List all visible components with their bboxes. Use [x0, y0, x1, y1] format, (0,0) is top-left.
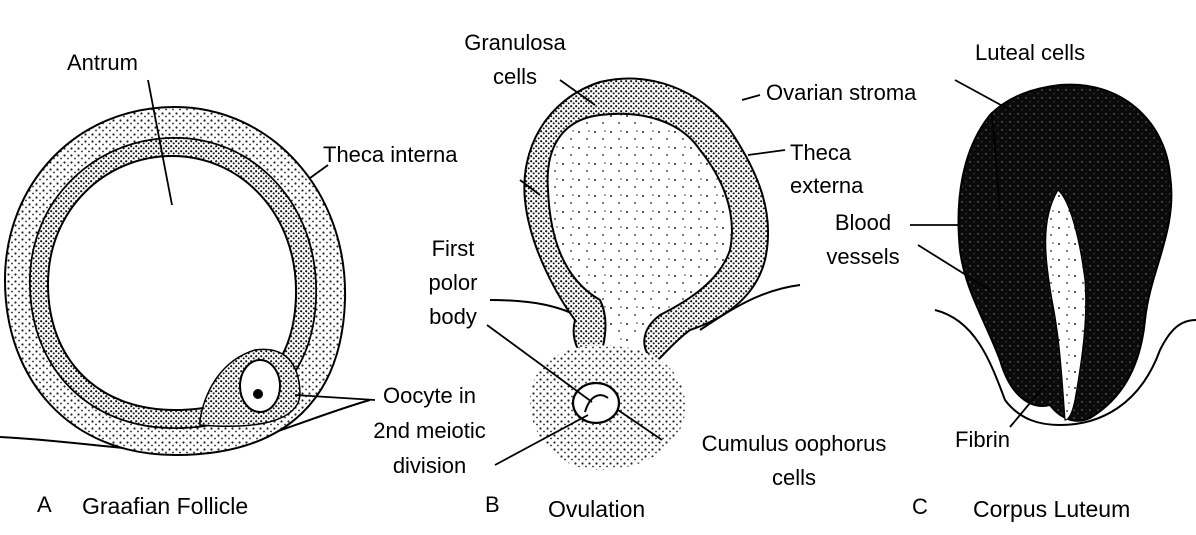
follicle-wall-b — [523, 77, 769, 367]
graafian-follicle-drawing — [0, 105, 371, 457]
ovulation-drawing — [489, 77, 801, 470]
corpus-luteum-drawing — [934, 83, 1196, 427]
label-ovarian-stroma: Ovarian stroma — [766, 80, 917, 105]
leader-cumulus — [617, 409, 663, 441]
panel-a-letter: A — [37, 492, 52, 517]
label-polar-body-line-1: First — [431, 236, 475, 261]
oocyte-a — [239, 359, 281, 413]
label-oocyte-line-2: 2nd meiotic — [373, 418, 486, 443]
leader-oocyte-a — [294, 394, 376, 401]
leader-fibrin — [1009, 384, 1046, 428]
antrum-b — [547, 113, 732, 360]
label-luteal-cells: Luteal cells — [975, 40, 1086, 65]
label-granulosa-line-1: Granulosa — [464, 30, 566, 55]
leader-theca-interna — [309, 164, 329, 179]
oocyte-b — [571, 381, 621, 425]
polar-body-mark — [584, 394, 609, 413]
label-antrum: Antrum — [67, 50, 138, 75]
label-oocyte-line-1: Oocyte in — [383, 383, 476, 408]
leader-oocyte-b — [494, 414, 589, 466]
panel-b-caption: Ovulation — [548, 496, 646, 522]
leader-theca-externa — [747, 149, 786, 156]
leader-antrum — [147, 79, 173, 206]
leader-ovarian-stroma-c — [991, 111, 1001, 211]
tissue-surface-line-b-right — [699, 284, 801, 331]
leader-blood-vessels-2 — [917, 244, 991, 291]
leader-polar-body — [486, 324, 593, 403]
label-polar-body-line-2: polor — [428, 270, 478, 295]
leader-granulosa — [559, 79, 596, 106]
label-oocyte-line-3: division — [392, 453, 467, 478]
label-cumulus-line-1: Cumulus oophorus — [701, 431, 887, 456]
label-theca-interna: Theca interna — [323, 142, 458, 167]
panel-a-caption: Graafian Follicle — [82, 493, 249, 519]
tissue-surface-line-c — [934, 309, 1196, 427]
label-cumulus-line-2: cells — [771, 465, 816, 490]
antrum-cavity — [46, 154, 298, 412]
label-blood-vessels-line-2: vessels — [826, 244, 900, 269]
panel-c-letter: C — [912, 494, 928, 519]
label-granulosa-line-2: cells — [492, 64, 537, 89]
label-theca-externa-line-2: externa — [790, 173, 864, 198]
leader-ovarian-stroma-c2 — [954, 79, 1011, 111]
label-theca-externa-line-1: Theca — [790, 140, 852, 165]
panel-c-caption: Corpus Luteum — [973, 496, 1131, 522]
panel-b-letter: B — [485, 492, 500, 517]
label-fibrin: Fibrin — [955, 427, 1011, 452]
label-polar-body-line-3: body — [429, 304, 477, 329]
leader-theca-interna-b — [519, 179, 541, 196]
oocyte-nucleus-a — [253, 389, 263, 399]
leader-lines — [147, 79, 1046, 466]
label-blood-vessels-line-1: Blood — [834, 210, 892, 235]
leader-ovarian-stroma — [741, 94, 761, 101]
